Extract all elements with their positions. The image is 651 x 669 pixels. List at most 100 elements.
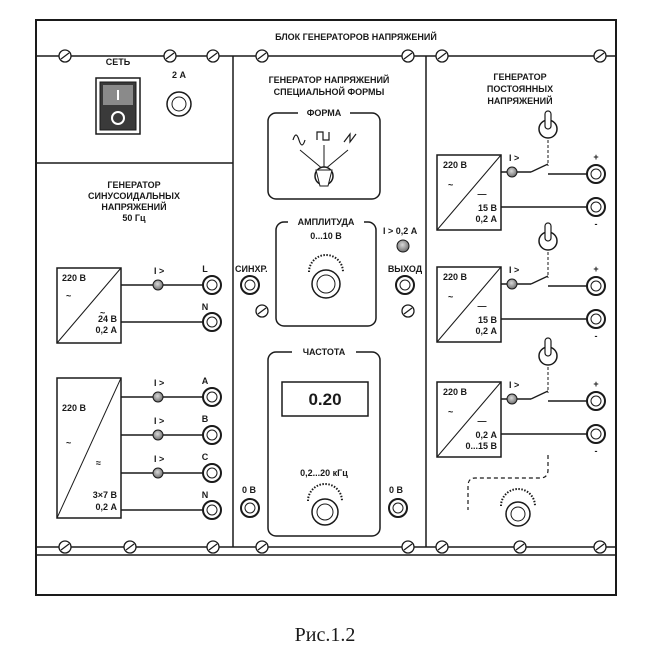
three-phase-transformer-block xyxy=(56,377,122,519)
plus-label: + xyxy=(593,264,598,274)
power-switch[interactable] xyxy=(95,77,141,135)
fuse-holder[interactable] xyxy=(166,91,192,117)
three-input: 220 В xyxy=(62,403,87,413)
overload-lamp-icon xyxy=(152,391,164,403)
indicator-B-label: I > xyxy=(154,416,164,426)
dc-indicator-label: I > xyxy=(509,153,519,163)
ground-right-jack[interactable] xyxy=(388,498,408,518)
terminal-L-label: L xyxy=(202,264,208,274)
dc-input: 220 В xyxy=(443,160,468,170)
panel-title: БЛОК ГЕНЕРАТОРОВ НАПРЯЖЕНИЙ xyxy=(275,31,437,42)
sine-wave-icon xyxy=(292,134,306,146)
dc-input: 220 В xyxy=(443,272,468,282)
sync-jack[interactable] xyxy=(240,275,260,295)
overload-lamp-icon xyxy=(506,278,518,290)
screw-icon xyxy=(58,49,72,63)
terminal-B[interactable] xyxy=(202,425,222,445)
terminal-L[interactable] xyxy=(202,275,222,295)
indicator-A-label: I > xyxy=(154,378,164,388)
amplitude-label: АМПЛИТУДА xyxy=(298,217,355,227)
overload-lamp-icon xyxy=(506,393,518,405)
terminal-N[interactable] xyxy=(202,312,222,332)
amplitude-knob[interactable] xyxy=(308,254,344,299)
three-sym-out: ≈ xyxy=(96,458,101,468)
screw-icon xyxy=(401,304,415,318)
dc-indicator-label: I > xyxy=(509,265,519,275)
three-out-voltage: 3×7 В xyxy=(93,490,118,500)
dc-input: 220 В xyxy=(443,387,468,397)
dc-minus-terminal[interactable] xyxy=(586,197,606,217)
dc-toggle-switch[interactable] xyxy=(538,222,558,251)
block-diagonal xyxy=(436,266,502,343)
dc-line2: 0...15 В xyxy=(465,441,497,451)
screw-icon xyxy=(435,49,449,63)
terminal-A-label: A xyxy=(202,376,209,386)
dc-sym-out: — xyxy=(478,189,487,199)
output-label: ВЫХОД xyxy=(388,264,423,274)
dc-line1: 15 В xyxy=(478,315,498,325)
dc-voltage-knob[interactable] xyxy=(500,488,536,527)
screw-icon xyxy=(401,49,415,63)
terminal-A[interactable] xyxy=(202,387,222,407)
dc-minus-terminal[interactable] xyxy=(586,424,606,444)
dc-sym-in: ~ xyxy=(448,407,453,417)
amplitude-range: 0...10 В xyxy=(310,231,342,241)
screw-icon xyxy=(255,304,269,318)
dc-sym-out: — xyxy=(478,301,487,311)
terminal-N3[interactable] xyxy=(202,500,222,520)
dc-toggle-switch[interactable] xyxy=(538,110,558,139)
form-label: ФОРМА xyxy=(307,108,342,118)
sine-sym-out: ~ xyxy=(100,308,105,318)
dc-line1: 15 В xyxy=(478,203,498,213)
dc-plus-terminal[interactable] xyxy=(586,276,606,296)
frequency-knob[interactable] xyxy=(307,483,343,526)
block-diagonal xyxy=(436,154,502,231)
terminal-C[interactable] xyxy=(202,463,222,483)
screw-icon xyxy=(255,49,269,63)
dc-toggle-switch[interactable] xyxy=(538,337,558,366)
overload-lamp-icon xyxy=(152,429,164,441)
square-wave-icon xyxy=(316,131,330,141)
overload-lamp-icon xyxy=(506,166,518,178)
overload-lamp-icon xyxy=(396,239,410,253)
overload-lamp-icon xyxy=(152,279,164,291)
regulator-link xyxy=(467,455,549,510)
terminal-C-label: C xyxy=(202,452,209,462)
dc-plus-terminal[interactable] xyxy=(586,391,606,411)
frequency-display-value: 0.20 xyxy=(308,390,341,409)
figure-caption: Рис.1.2 xyxy=(295,624,356,646)
screw-icon xyxy=(163,49,177,63)
screw-icon xyxy=(206,49,220,63)
minus-label: - xyxy=(595,331,598,341)
sine-out-voltage: 24 В xyxy=(98,314,118,324)
sine-out-current: 0,2 А xyxy=(95,325,117,335)
switch-contact xyxy=(530,163,549,173)
overload-label: I > 0,2 А xyxy=(383,226,418,236)
switch-contact xyxy=(530,275,549,285)
sine-title-1: ГЕНЕРАТОР xyxy=(107,180,160,190)
screw-icon xyxy=(435,540,449,554)
overload-lamp-icon xyxy=(152,467,164,479)
amplitude-label-bg xyxy=(288,215,364,228)
output-jack[interactable] xyxy=(395,275,415,295)
dc-channel: 220 В~—15 В0,2 АI >+- xyxy=(436,222,606,343)
ground-right-label: 0 В xyxy=(389,485,404,495)
ground-left-jack[interactable] xyxy=(240,498,260,518)
sine-title-4: 50 Гц xyxy=(122,213,146,223)
dc-plus-terminal[interactable] xyxy=(586,164,606,184)
dc-minus-terminal[interactable] xyxy=(586,309,606,329)
plus-label: + xyxy=(593,379,598,389)
dc-line2: 0,2 А xyxy=(475,326,497,336)
form-selector-knob[interactable] xyxy=(299,145,349,187)
three-sym-in: ~ xyxy=(66,438,71,448)
sync-label: СИНХР. xyxy=(235,264,268,274)
dc-channel: 220 В~—0,2 А0...15 ВI >+- xyxy=(436,337,606,458)
screw-icon xyxy=(401,540,415,554)
frequency-range: 0,2...20 кГц xyxy=(300,468,348,478)
screw-icon xyxy=(593,540,607,554)
sine-title-3: НАПРЯЖЕНИЙ xyxy=(101,201,166,212)
ground-left-label: 0 В xyxy=(242,485,257,495)
plus-label: + xyxy=(593,152,598,162)
sawtooth-wave-icon xyxy=(343,132,357,144)
